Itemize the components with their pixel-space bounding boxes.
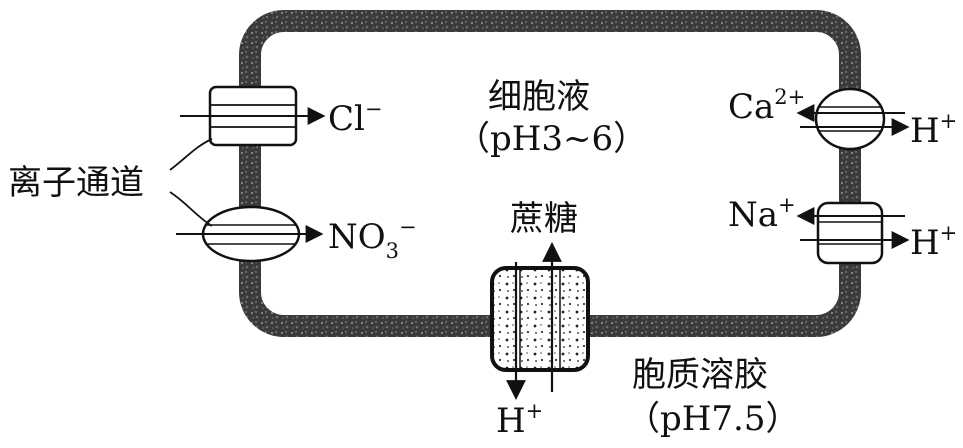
na-h-antiporter <box>796 201 910 265</box>
ion-channels-label: 离子通道 <box>8 163 144 203</box>
cytosol-name: 胞质溶胶 <box>632 355 768 395</box>
svg-text:Cl−: Cl− <box>328 97 383 139</box>
h-ion-label-top: H+ <box>910 109 957 151</box>
cl-ion-label: Cl− <box>328 97 383 139</box>
ion-channels-pointer-top <box>169 138 213 171</box>
vacuole-ph: （pH3~6） <box>456 119 647 159</box>
svg-text:H+: H+ <box>910 109 957 151</box>
h-ion-label-bottom: H+ <box>496 399 543 441</box>
vacuole-name: 细胞液 <box>488 77 590 117</box>
ca-h-antiporter <box>796 87 910 151</box>
h-ion-label-mid: H+ <box>910 221 957 263</box>
svg-text:Na+: Na+ <box>728 193 796 235</box>
svg-text:H+: H+ <box>910 221 957 263</box>
svg-text:Ca2+: Ca2+ <box>728 85 805 127</box>
sucrose-h-antiporter <box>490 242 590 400</box>
svg-text:H+: H+ <box>496 399 543 441</box>
cl-channel <box>180 85 326 147</box>
ion-channels-pointer-bottom <box>169 191 213 227</box>
svg-text:NO3−: NO3− <box>328 215 417 263</box>
sucrose-label: 蔗糖 <box>510 199 578 239</box>
no3-ion-label: NO3− <box>328 215 417 263</box>
ca-ion-label: Ca2+ <box>728 85 805 127</box>
no3-channel <box>176 205 324 263</box>
na-ion-label: Na+ <box>728 193 796 235</box>
cytosol-ph: （pH7.5） <box>626 399 800 439</box>
